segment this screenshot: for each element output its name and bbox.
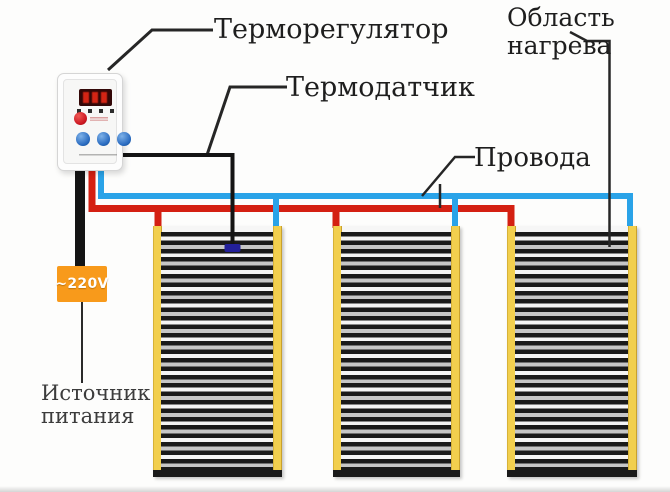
label-heating-area: Область нагрева [507, 4, 615, 60]
heating-mat-3 [507, 226, 637, 477]
heating-mat-1 [153, 226, 282, 477]
leader-heating-area-line [569, 30, 611, 247]
voltage-label: ~220V [55, 276, 109, 292]
label-heating-area-line1: Область [507, 3, 615, 32]
mat2-copper-bus-right-icon [451, 226, 460, 470]
label-wires: Провода [474, 143, 591, 173]
label-thermo-sensor: Термодатчик [286, 72, 475, 103]
leader-wires-line [421, 155, 475, 197]
mat1-copper-bus-right-icon [273, 226, 282, 470]
label-power-source-line2: питания [41, 404, 135, 428]
mat3-copper-bus-right-icon [628, 226, 637, 470]
mat1-carbon-stripes-icon [161, 232, 274, 470]
phase-wire-red [88, 169, 515, 228]
indicator-dot-icon [99, 109, 103, 113]
mat2-copper-bus-left-icon [333, 226, 342, 470]
indicator-dot-icon [77, 109, 81, 113]
scan-artifact [0, 486, 670, 492]
down-button [96, 132, 110, 146]
label-power-source-line1: Источник [41, 381, 151, 405]
led-digits-icon [83, 92, 108, 103]
mat3-copper-bus-left-icon [507, 226, 516, 470]
label-heating-area-line2: нагрева [507, 31, 612, 60]
thermostat-face-panel [63, 79, 131, 164]
mat1-copper-bus-left-icon [153, 226, 162, 470]
brand-text-icon [79, 154, 117, 157]
thermostat-device [57, 73, 131, 171]
indicator-dots [77, 108, 117, 113]
mat3-carbon-stripes-icon [515, 232, 629, 470]
mat3-end-bar-icon [507, 470, 637, 477]
menu-button [76, 132, 90, 146]
led-display [79, 89, 112, 106]
label-power-source: Источник питания [41, 382, 150, 428]
neutral-wire-blue [98, 169, 633, 228]
label-thermostat: Терморегулятор [214, 14, 449, 45]
power-button [74, 112, 87, 125]
heating-mat-2 [333, 226, 460, 477]
fine-print-red-icon [90, 117, 108, 121]
leader-thermostat-line [106, 28, 213, 72]
voltage-box: ~220V [55, 266, 109, 302]
mat2-carbon-stripes-icon [341, 232, 452, 470]
up-button [117, 132, 131, 146]
mat2-end-bar-icon [333, 470, 460, 477]
mat1-end-bar-icon [153, 470, 282, 477]
leader-sensor-line [205, 85, 287, 156]
indicator-dot-icon [110, 109, 114, 113]
indicator-dot-icon [88, 109, 92, 113]
